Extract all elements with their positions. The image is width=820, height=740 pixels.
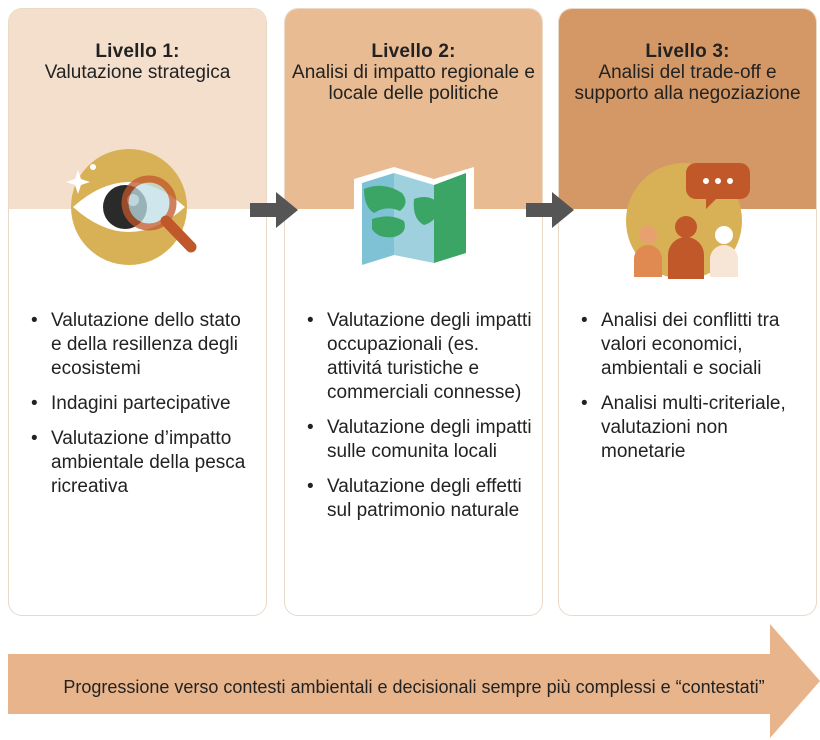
list-item: Analisi multi-criteriale, valutazioni no… (579, 392, 806, 464)
level-3-card: Livello 3: Analisi del trade-off e suppo… (558, 8, 817, 616)
level-3-subtitle: Analisi del trade-off e supporto alla ne… (574, 62, 801, 104)
level-2-title: Livello 2: (371, 41, 456, 62)
people-discussion-icon (559, 159, 816, 299)
level-2-bullets: Valutazione degli impatti occupazionali … (305, 309, 532, 534)
level-1-bullets: Valutazione dello stato e della resillen… (29, 309, 256, 510)
list-item: Valutazione d’impatto ambientale della p… (29, 427, 256, 499)
level-1-title: Livello 1: (95, 41, 180, 62)
eye-magnifier-icon (9, 149, 266, 289)
level-3-bullets: Analisi dei conflitti tra valori economi… (579, 309, 806, 475)
map-icon (285, 159, 542, 299)
progression-arrow (8, 624, 820, 738)
level-2-card: Livello 2: Analisi di impatto regionale … (284, 8, 543, 616)
list-item: Analisi dei conflitti tra valori economi… (579, 309, 806, 381)
progression-label: Progressione verso contesti ambientali e… (63, 677, 765, 697)
level-1-card: Livello 1: Valutazione strategica Valuta… (8, 8, 267, 616)
arrow-right-icon (250, 192, 298, 228)
level-3-title-block: Livello 3: Analisi del trade-off e suppo… (559, 41, 816, 104)
level-3-title: Livello 3: (645, 41, 730, 62)
level-1-subtitle: Valutazione strategica (44, 62, 231, 83)
list-item: Valutazione degli impatti occupazionali … (305, 309, 532, 405)
level-2-subtitle: Analisi di impatto regionale e locale de… (292, 62, 535, 104)
list-item: Indagini partecipative (29, 392, 256, 416)
level-2-title-block: Livello 2: Analisi di impatto regionale … (285, 41, 542, 104)
list-item: Valutazione degli impatti sulle comunita… (305, 416, 532, 464)
list-item: Valutazione degli effetti sul patrimonio… (305, 475, 532, 523)
level-1-title-block: Livello 1: Valutazione strategica (9, 41, 266, 83)
list-item: Valutazione dello stato e della resillen… (29, 309, 256, 381)
arrow-right-icon (526, 192, 574, 228)
